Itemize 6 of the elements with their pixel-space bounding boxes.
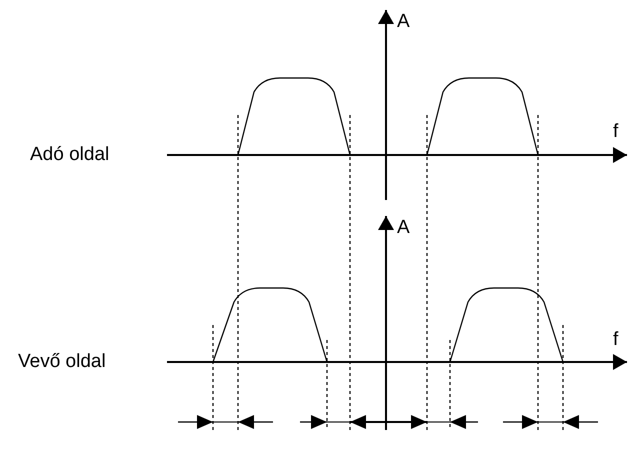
- row-label: Adó oldal: [30, 145, 110, 165]
- axis-label: f: [613, 330, 618, 350]
- row-label: Vevő oldal: [18, 352, 106, 372]
- axis-label: f: [613, 122, 618, 142]
- axis-label: A: [397, 12, 410, 32]
- axis-label: A: [397, 218, 410, 238]
